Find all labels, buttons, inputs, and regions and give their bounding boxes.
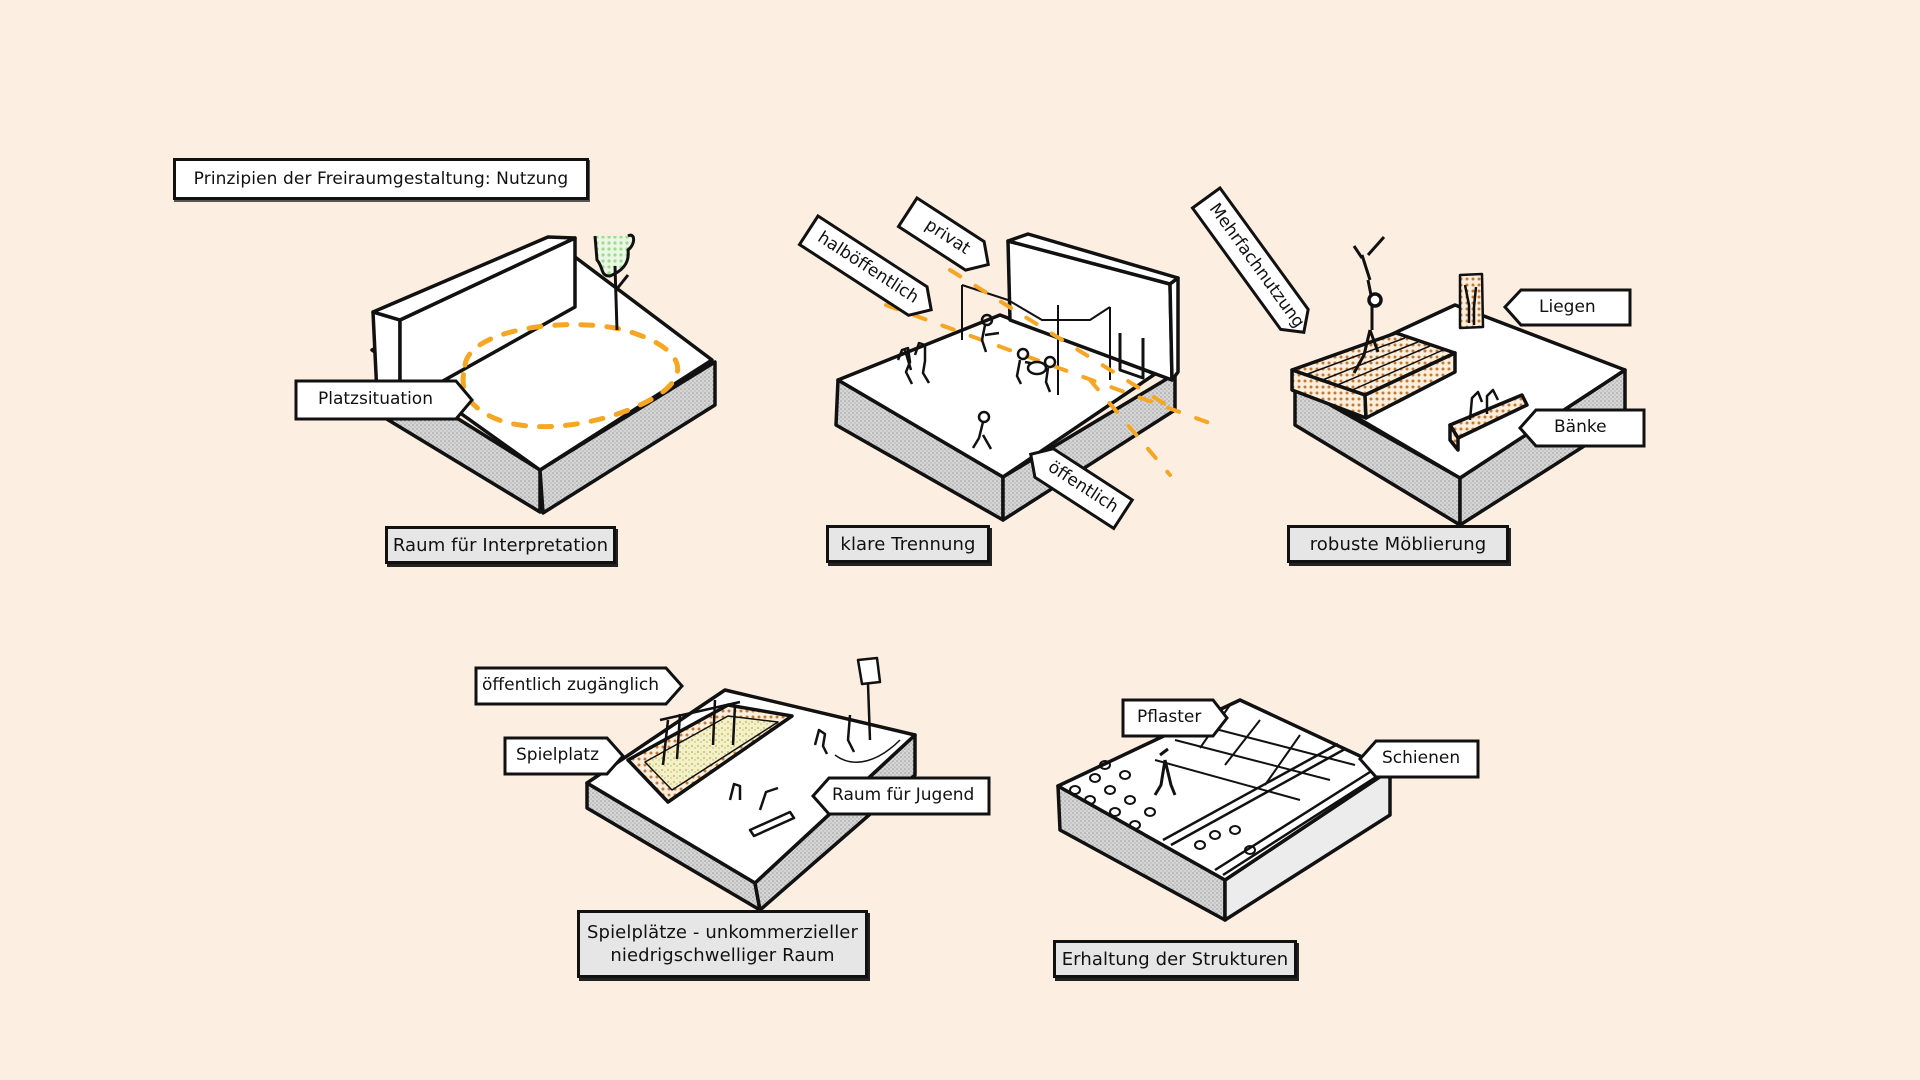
label-schienen: Schienen xyxy=(1357,739,1480,779)
label-raum-fuer-jugend: Raum für Jugend xyxy=(810,776,991,816)
label-platzsituation: Platzsituation xyxy=(294,379,474,421)
caption-line-2: niedrigschwelliger Raum xyxy=(610,945,835,966)
label-liegen: Liegen xyxy=(1502,288,1632,327)
label-baenke: Bänke xyxy=(1517,408,1646,448)
cobblestone-texture xyxy=(1069,760,1256,855)
page-title: Prinzipien der Freiraumgestaltung: Nutzu… xyxy=(173,158,589,200)
caption-line-1: Spielplätze - unkommerzieller xyxy=(587,922,858,943)
people-figures xyxy=(896,313,1057,450)
label-oeffentlich: öffentlich xyxy=(1019,440,1135,532)
label-pflaster: Pflaster xyxy=(1121,698,1229,738)
label-privat: privat xyxy=(896,195,997,282)
label-mehrfachnutzung: Mehrfachnutzung xyxy=(1189,185,1317,345)
label-oeffentlich-zugaenglich: öffentlich zugänglich xyxy=(474,666,685,706)
diagram-4-block xyxy=(585,656,917,912)
diagram-1-block xyxy=(370,233,717,515)
caption-raum-fuer-interpretation: Raum für Interpretation xyxy=(385,526,616,564)
label-halboeffentlich: halböffentlich xyxy=(797,213,940,327)
zone-boundary-dashes xyxy=(884,268,1217,477)
dashed-area-outline xyxy=(460,322,681,430)
caption-spielplaetze: Spielplätze - unkommerzieller niedrigsch… xyxy=(577,910,868,978)
diagram-3-block xyxy=(1290,236,1627,527)
caption-robuste-moeblierung: robuste Möblierung xyxy=(1287,525,1509,563)
diagram-5-block xyxy=(1056,698,1392,922)
caption-klare-trennung: klare Trennung xyxy=(826,525,990,563)
label-spielplatz: Spielplatz xyxy=(503,736,626,776)
caption-erhaltung-der-strukturen: Erhaltung der Strukturen xyxy=(1053,940,1297,978)
